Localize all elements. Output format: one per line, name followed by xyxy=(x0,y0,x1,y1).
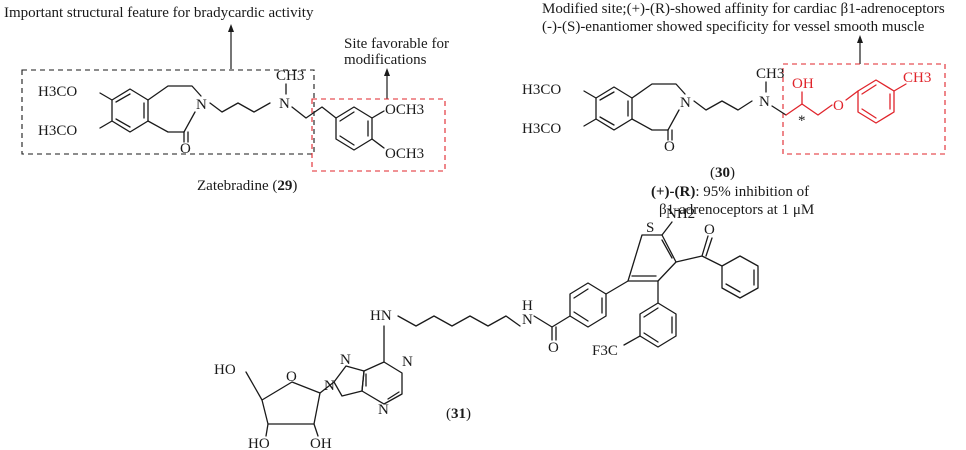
atom-o-31-ring: O xyxy=(286,369,297,385)
compound-30-activity-line1: (+)-(R): 95% inhibition of xyxy=(651,184,809,200)
atom-n-31-amide: N xyxy=(522,312,533,328)
annotation-site-favorable-line1: Site favorable for xyxy=(344,36,449,52)
atom-o-31-ketone: O xyxy=(704,222,715,238)
compound-29-caption: Zatebradine (29) xyxy=(197,178,297,194)
arrow-up-site-favorable xyxy=(384,68,390,99)
atom-och3-29-bottom: OCH3 xyxy=(385,146,424,162)
atom-hn-31: HN xyxy=(370,308,392,324)
atom-h3co-30-top: H3CO xyxy=(522,82,561,98)
atom-ch3-29: CH3 xyxy=(276,68,304,84)
site-favorable-box xyxy=(311,98,446,172)
annotation-site-favorable-line2: modifications xyxy=(344,52,427,68)
compound-30-number-label: (30) xyxy=(710,165,735,181)
stereocenter-star-30: * xyxy=(798,113,806,129)
structural-feature-box xyxy=(21,69,315,155)
atom-ho-31-primary: HO xyxy=(214,362,236,378)
atom-h3co-29-bottom: H3CO xyxy=(38,123,77,139)
atom-s-31: S xyxy=(646,220,654,236)
annotation-modified-site-line1: Modified site;(+)-(R)-showed affinity fo… xyxy=(542,1,945,17)
atom-h3co-30-bottom: H3CO xyxy=(522,121,561,137)
zatebradine-skeleton xyxy=(99,83,385,151)
atom-ho-31-left: HO xyxy=(248,436,270,450)
atom-ch3-30-aryl: CH3 xyxy=(903,70,931,86)
compound-31-number-label: (31) xyxy=(446,406,471,422)
atom-o-30-ether: O xyxy=(833,98,844,114)
atom-n-30-ring: N xyxy=(680,95,691,111)
annotation-structural-feature: Important structural feature for bradyca… xyxy=(4,5,314,21)
atom-n-31-d: N xyxy=(378,402,389,418)
modified-site-box xyxy=(782,63,946,155)
annotation-modified-site-line2: (-)-(S)-enantiomer showed specificity fo… xyxy=(542,19,925,35)
compound-30-activity-line2: β1-adrenoceptors at 1 μM xyxy=(659,202,814,218)
compound-30-skeleton xyxy=(583,81,787,141)
compound-29-name: Zatebradine xyxy=(197,178,269,194)
atom-ch3-30: CH3 xyxy=(756,66,784,82)
atom-oh-30: OH xyxy=(792,76,814,92)
atom-n-31-a: N xyxy=(324,378,335,394)
atom-h-31-amide: H xyxy=(522,298,533,314)
atom-nh2-31: NH2 xyxy=(666,206,695,222)
atom-n-29-ring: N xyxy=(196,97,207,113)
arrow-up-modified-site xyxy=(857,35,863,64)
atom-och3-29-top: OCH3 xyxy=(385,102,424,118)
atom-o-30: O xyxy=(664,139,675,155)
atom-n-31-b: N xyxy=(340,352,351,368)
atom-f3c-31: F3C xyxy=(592,343,618,359)
atom-o-29: O xyxy=(180,141,191,157)
atom-o-31-amide: O xyxy=(548,340,559,356)
atom-n-30-chain: N xyxy=(759,94,770,110)
compound-30-modified-chain xyxy=(785,79,907,124)
atom-h3co-29-top: H3CO xyxy=(38,84,77,100)
arrow-up-structural xyxy=(228,24,234,69)
atom-n-31-c: N xyxy=(402,354,413,370)
compound-31-skeleton xyxy=(245,221,759,437)
atom-n-29-chain: N xyxy=(279,96,290,112)
compound-29-number: 29 xyxy=(277,178,292,194)
atom-oh-31-right: OH xyxy=(310,436,332,450)
